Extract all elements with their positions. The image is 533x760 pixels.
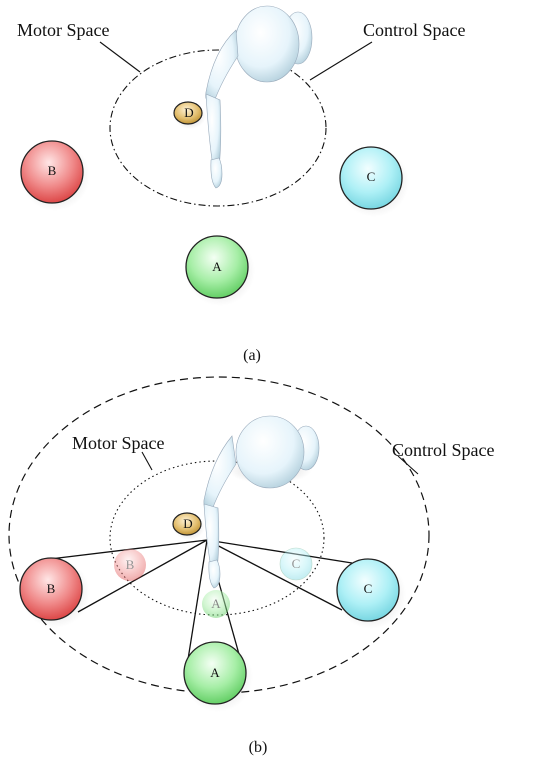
control-space-leader-line-b xyxy=(397,455,419,475)
target-a-b: A xyxy=(183,641,253,712)
caption-a: (a) xyxy=(243,347,261,364)
panel-b: Motor Space Control Space D xyxy=(8,376,494,756)
motor-space-label-b: Motor Space xyxy=(72,433,164,453)
target-b-label-b: B xyxy=(47,581,56,596)
projection-a: A xyxy=(202,590,230,618)
control-space-label-b: Control Space xyxy=(392,440,494,460)
target-c-label-b: C xyxy=(364,581,373,596)
caption-b: (b) xyxy=(249,739,268,756)
target-c-label: C xyxy=(367,169,376,184)
motor-space-label: Motor Space xyxy=(17,20,109,40)
projection-c: C xyxy=(279,547,313,581)
human-figure-icon xyxy=(205,5,313,189)
motor-space-leader-line-b xyxy=(141,451,153,471)
projection-c-label: C xyxy=(292,556,301,571)
target-a-label: A xyxy=(212,259,222,274)
target-b: B xyxy=(20,140,90,211)
target-c: C xyxy=(339,146,409,217)
target-d-b: D xyxy=(172,512,205,540)
panel-a: Motor Space Control Space D B xyxy=(17,5,465,364)
motor-space-leader-line xyxy=(99,41,141,73)
projection-b: B xyxy=(114,549,146,581)
control-space-label: Control Space xyxy=(363,20,465,40)
motor-control-space-ellipse xyxy=(109,49,327,207)
target-d-label-b: D xyxy=(183,516,192,531)
target-a: A xyxy=(185,235,255,306)
control-space-leader-line xyxy=(309,41,373,81)
target-b-label: B xyxy=(48,163,57,178)
human-figure-icon-b xyxy=(203,415,320,589)
target-d-label: D xyxy=(184,105,193,120)
target-a-label-b: A xyxy=(210,665,220,680)
target-c-b: C xyxy=(336,558,406,629)
projection-a-label: A xyxy=(211,596,221,611)
projection-b-label: B xyxy=(126,557,135,572)
target-b-b: B xyxy=(19,557,90,628)
target-d: D xyxy=(173,101,206,129)
